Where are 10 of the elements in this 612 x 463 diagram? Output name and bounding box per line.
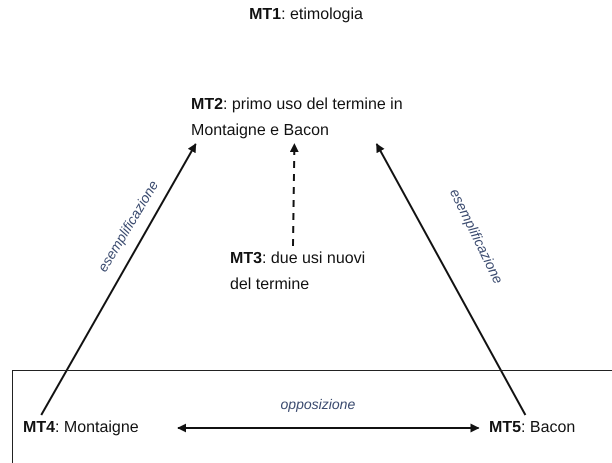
heading-text: MT1: etimologia	[249, 6, 363, 23]
concept-text: MT4: Montaigne	[23, 415, 175, 441]
concept-text: MT3: due usi nuovi del termine	[230, 246, 380, 298]
concept-text: MT5: Bacon	[489, 415, 612, 441]
arrow	[40, 143, 197, 416]
concept-text: MT2: primo uso del termine in Montaigne e Bacon	[191, 92, 426, 144]
dashed-arrow	[290, 143, 299, 246]
edge-label: opposizione	[278, 396, 358, 412]
arrow	[376, 143, 526, 416]
arrow	[177, 424, 480, 432]
